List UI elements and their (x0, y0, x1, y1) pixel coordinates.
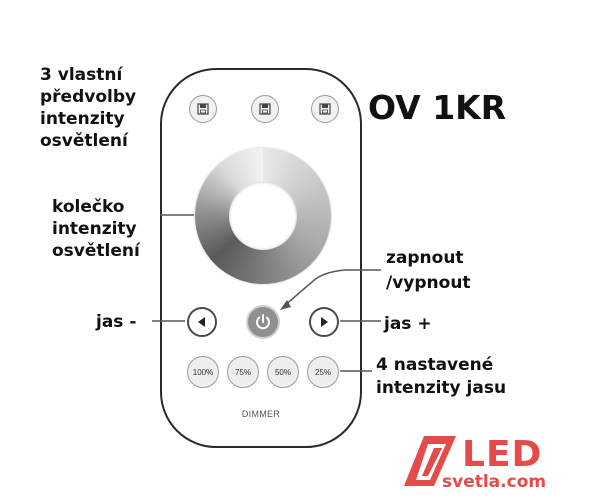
preset-button-3[interactable] (311, 95, 339, 123)
level-button-50[interactable]: 50% (267, 356, 299, 388)
wheel-label-line: intenzity (52, 219, 137, 239)
dimmer-caption: DIMMER (241, 409, 281, 419)
logo-mark-icon (404, 436, 456, 486)
level-button-100[interactable]: 100% (187, 356, 219, 388)
preset-button-2[interactable] (251, 95, 279, 123)
triangle-right-icon (321, 317, 328, 327)
presets-label-line: osvětlení (40, 131, 128, 151)
save-icon (197, 103, 209, 115)
power-button[interactable] (246, 305, 280, 339)
power-label: zapnout /vypnout (386, 246, 471, 296)
preset-button-1[interactable] (189, 95, 217, 123)
level-button-75[interactable]: 75% (227, 356, 259, 388)
wheel-label-line: osvětlení (52, 241, 140, 261)
brightness-down-button[interactable] (187, 307, 217, 337)
levels-label: 4 nastavené intenzity jasu (376, 354, 506, 400)
levels-label-line: intenzity jasu (376, 378, 507, 398)
power-icon (256, 314, 270, 330)
brightness-down-label: jas - (96, 312, 137, 332)
presets-label-line: 3 vlastní (40, 65, 123, 85)
presets-label-line: intenzity (40, 109, 125, 129)
brightness-up-button[interactable] (309, 307, 339, 337)
brightness-up-label: jas + (384, 314, 432, 334)
wheel-label: kolečko intenzity osvětlení (52, 196, 140, 262)
power-callout-line (282, 269, 381, 308)
power-callout-arrowhead (280, 300, 291, 310)
triangle-left-icon (198, 317, 205, 327)
power-label-line: zapnout (386, 248, 464, 268)
wheel-label-line: kolečko (52, 197, 125, 217)
logo-url: svetla.com (442, 472, 547, 492)
save-icon (319, 103, 331, 115)
brand-logo: LED svetla.com (404, 434, 594, 494)
logo-text: LED (462, 434, 543, 475)
levels-label-line: 4 nastavené (376, 355, 494, 375)
level-button-25[interactable]: 25% (307, 356, 339, 388)
presets-label-line: předvolby (40, 87, 137, 107)
wheel-center (229, 182, 297, 250)
power-label-line: /vypnout (386, 273, 471, 293)
save-icon (259, 103, 271, 115)
brightness-wheel[interactable] (195, 148, 331, 284)
model-name: OV 1KR (368, 88, 507, 127)
presets-label: 3 vlastní předvolby intenzity osvětlení (40, 64, 136, 152)
